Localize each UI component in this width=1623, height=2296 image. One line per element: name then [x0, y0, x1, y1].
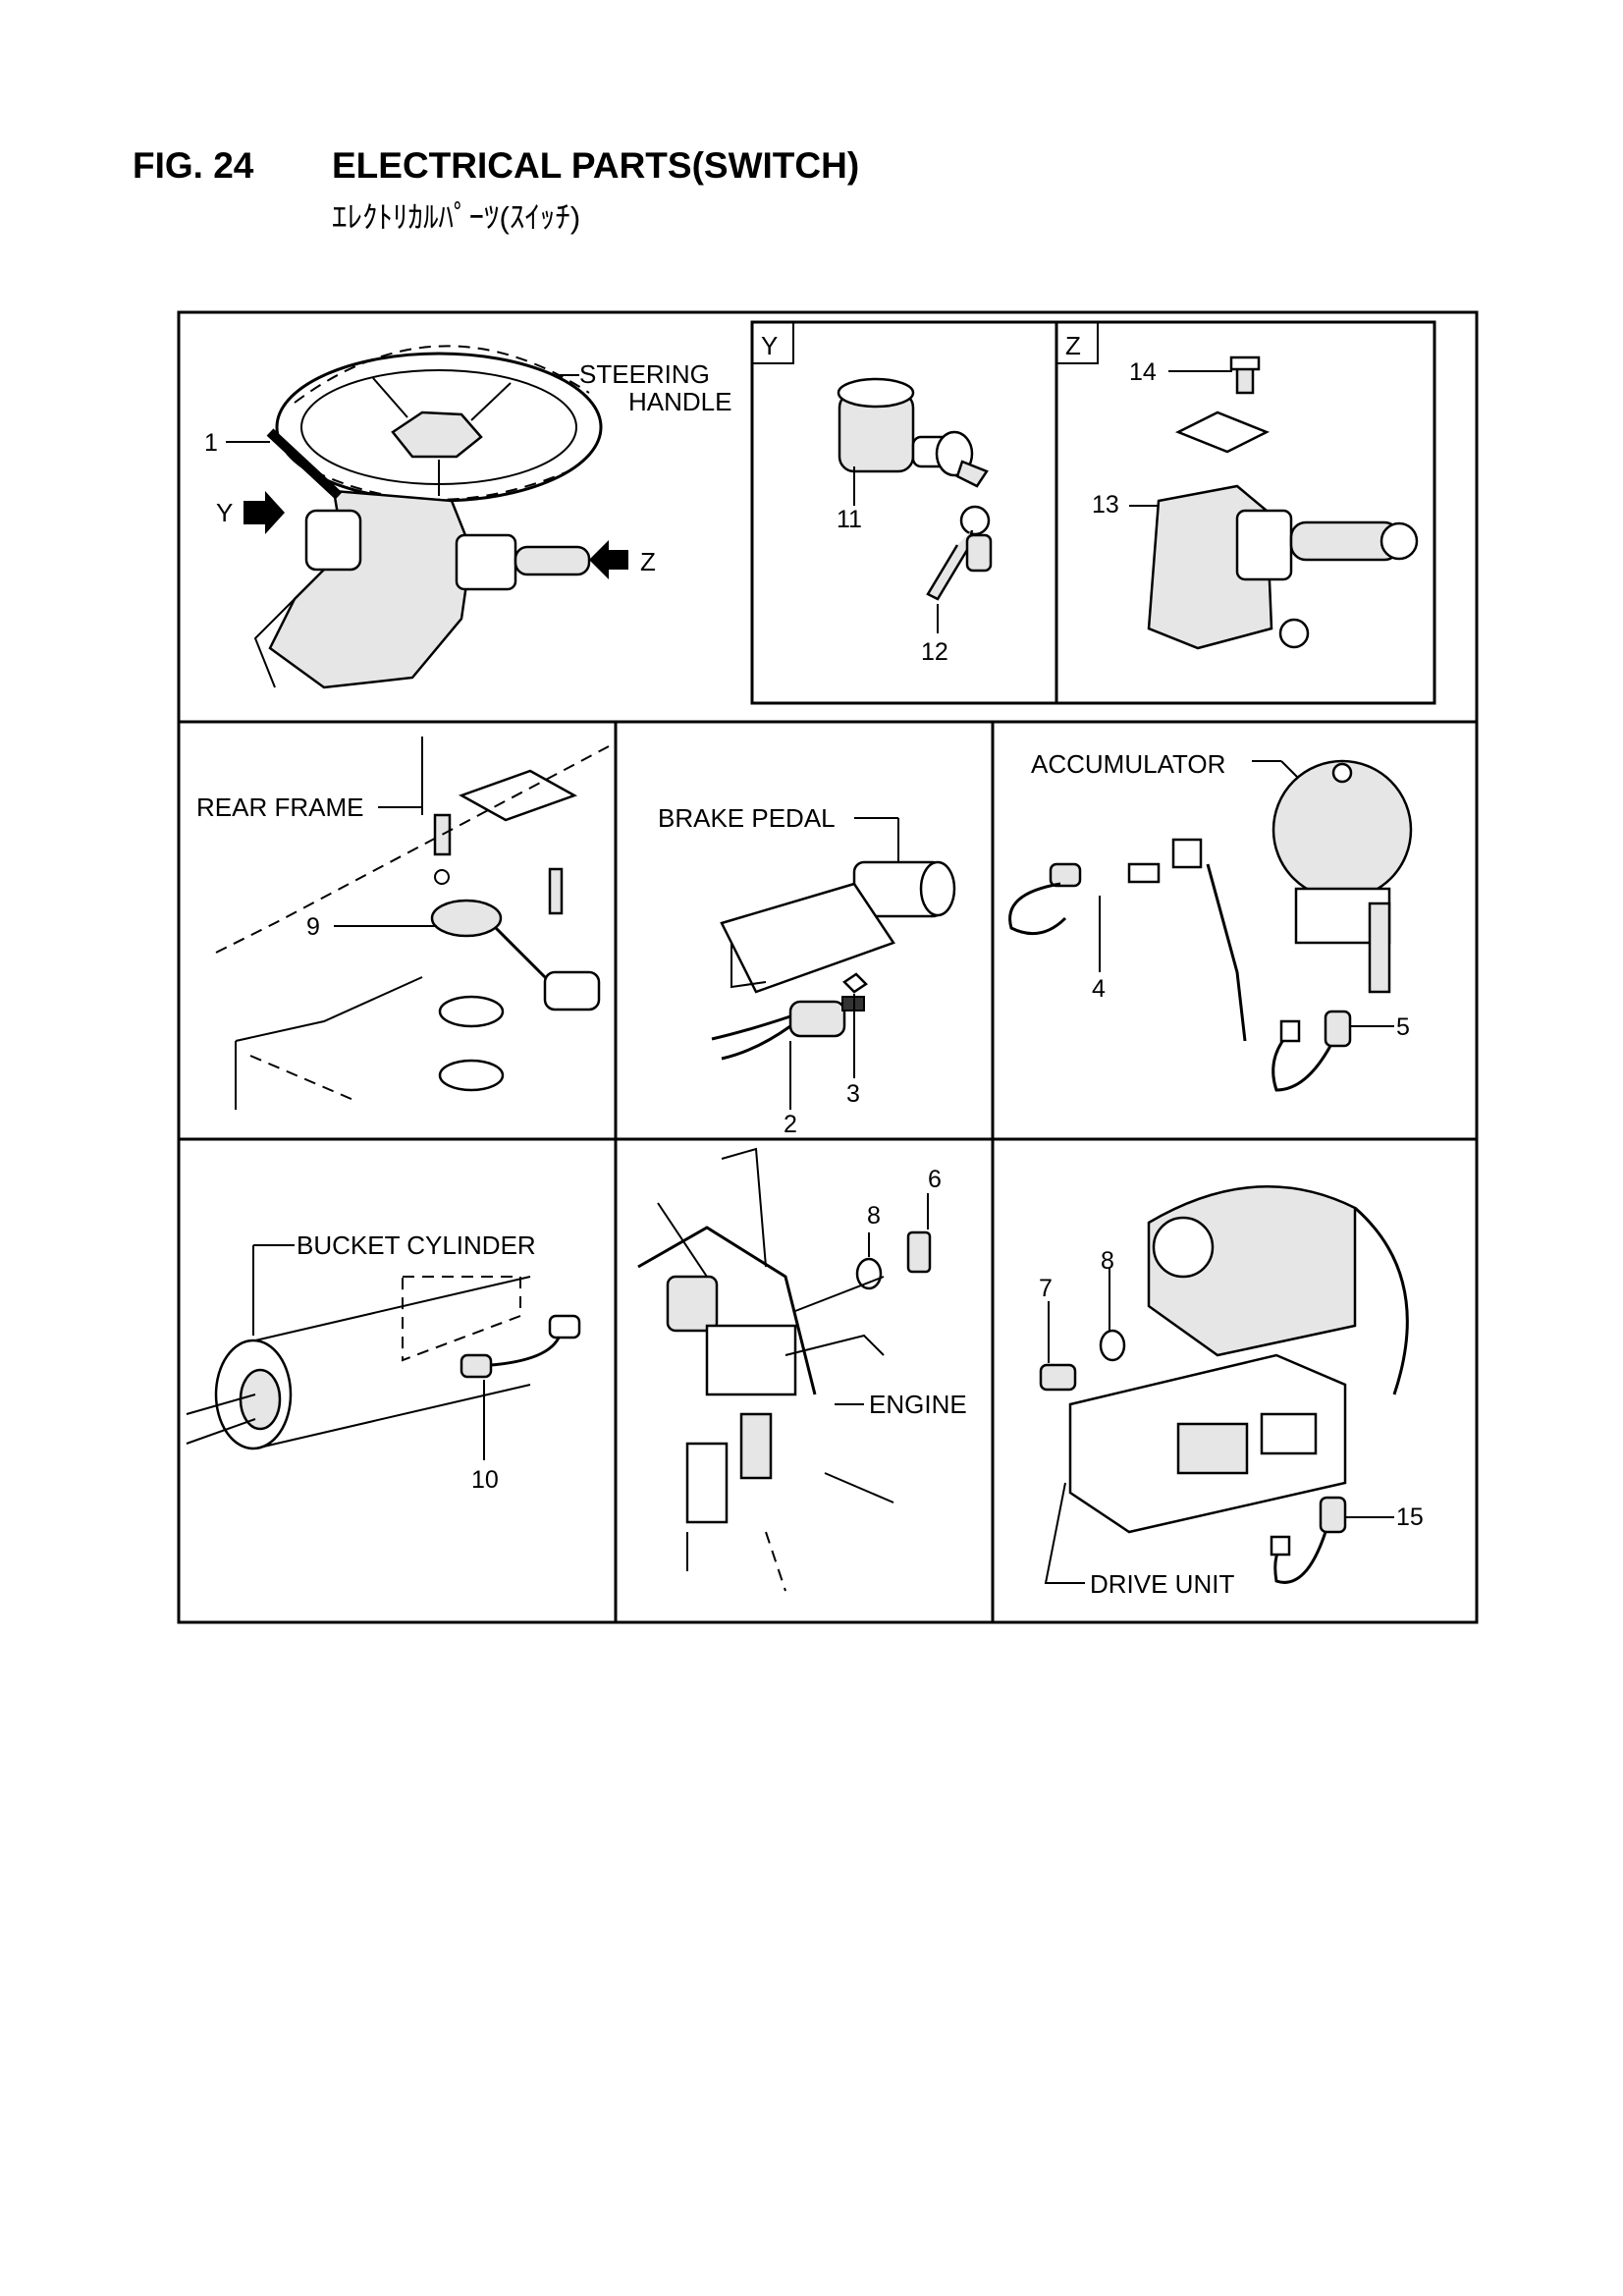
engine-panel: [637, 1147, 932, 1592]
callout-7: 7: [1039, 1275, 1053, 1302]
figure-number: FIG. 24: [133, 145, 254, 186]
callout-6: 6: [928, 1166, 942, 1193]
figure-subtitle: ｴﾚｸﾄﾘｶﾙﾊﾟｰﾂ(ｽｲｯﾁ): [332, 200, 581, 235]
label-rear-frame: REAR FRAME: [196, 793, 363, 822]
callout-4: 4: [1092, 975, 1106, 1003]
labels: STEERING HANDLE Y Z Y Z REAR FRAME BRAKE…: [196, 331, 1234, 1599]
callout-9: 9: [306, 913, 320, 941]
callout-8-drive: 8: [1101, 1247, 1114, 1275]
view-arrow-y: Y: [216, 498, 233, 527]
label-engine: ENGINE: [869, 1390, 967, 1419]
callout-12: 12: [921, 638, 948, 666]
callout-2: 2: [784, 1111, 797, 1138]
accumulator-panel: [1008, 759, 1413, 1092]
label-accumulator: ACCUMULATOR: [1031, 749, 1225, 779]
callout-numbers: 1 2 3 4 5 6 7 8 8 9 10 11 12 13 14 15: [204, 358, 1424, 1531]
drive-unit-panel: [1039, 1185, 1409, 1584]
figure-title: ELECTRICAL PARTS(SWITCH): [332, 145, 860, 186]
label-drive-unit: DRIVE UNIT: [1090, 1569, 1234, 1599]
view-tag-z: Z: [1065, 331, 1081, 360]
label-bucket-cylinder: BUCKET CYLINDER: [297, 1230, 536, 1260]
callout-10: 10: [471, 1466, 499, 1494]
callout-8-engine: 8: [867, 1202, 881, 1230]
callout-11: 11: [837, 506, 862, 533]
label-handle: HANDLE: [628, 387, 731, 416]
view-arrow-z: Z: [640, 547, 656, 576]
brake-pedal-panel: [711, 817, 956, 1110]
view-tag-y: Y: [761, 331, 778, 360]
bucket-cylinder-panel: [186, 1244, 581, 1460]
callout-5: 5: [1396, 1013, 1410, 1041]
callout-15: 15: [1396, 1503, 1424, 1531]
rear-frame-panel: [215, 737, 610, 1110]
callout-13: 13: [1092, 491, 1119, 519]
steering-panel: [226, 345, 628, 689]
callout-1: 1: [204, 429, 218, 457]
ignition-switch-view: [837, 377, 993, 633]
label-brake-pedal: BRAKE PEDAL: [658, 803, 836, 833]
callout-3: 3: [846, 1080, 860, 1108]
diagram-frame: [177, 310, 1479, 1624]
combination-switch-view: [1129, 355, 1419, 650]
label-steering: STEERING: [579, 359, 710, 389]
callout-14: 14: [1129, 358, 1157, 386]
